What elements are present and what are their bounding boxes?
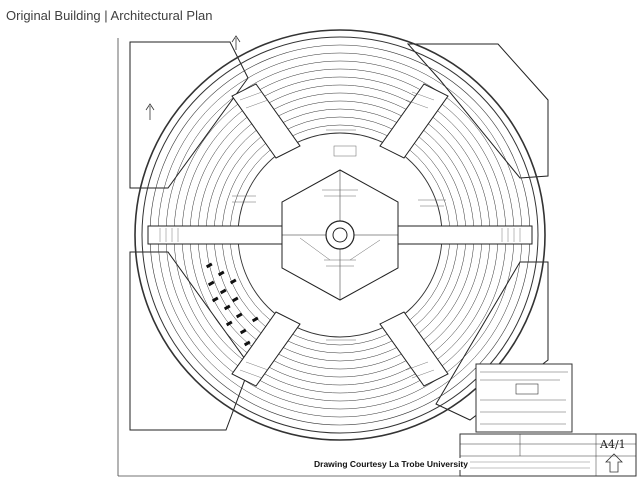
radial-corridors (147, 83, 533, 387)
stair-hatching (159, 91, 521, 379)
slide-title: Original Building | Architectural Plan (6, 8, 213, 23)
corridor-south-east (379, 311, 449, 387)
room-annotations (232, 129, 446, 341)
corridor-south-west (231, 311, 301, 387)
corridor-north-east (379, 83, 449, 159)
upload-arrow-icon (605, 453, 623, 473)
corridor-north-west (231, 83, 301, 159)
corridor-east (397, 225, 533, 245)
corner-block-top-left (129, 41, 249, 189)
marked-seats (205, 262, 259, 347)
drawing-number: A4/1 (600, 438, 626, 451)
central-hub (281, 169, 399, 301)
corner-blocks (129, 41, 549, 431)
corridor-west (147, 225, 283, 245)
drawing-credit: Drawing Courtesy La Trobe University (312, 458, 470, 470)
corner-block-top-right (406, 43, 549, 179)
corner-block-bottom-left (129, 251, 251, 431)
north-arrow-icon (145, 35, 241, 120)
title-block (459, 363, 637, 477)
